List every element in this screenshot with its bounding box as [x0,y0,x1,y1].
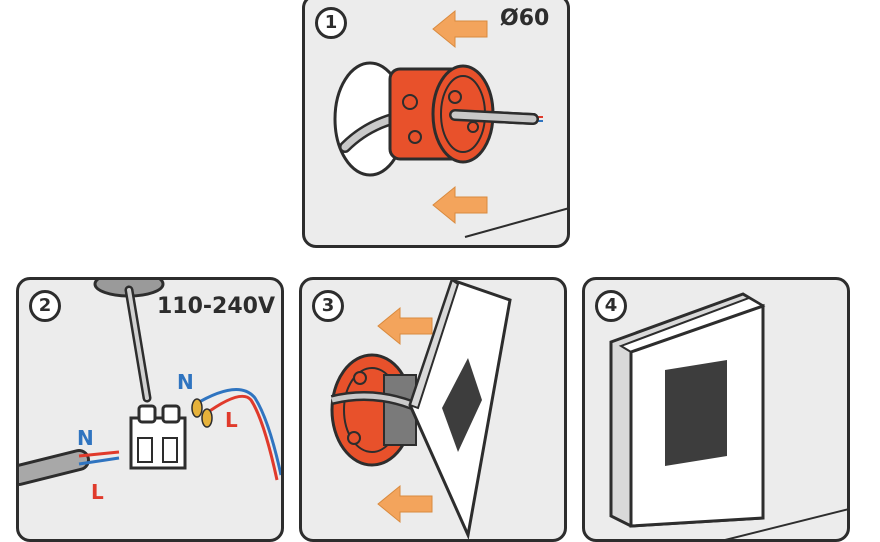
step-number: 3 [312,290,344,322]
step-4-illustration [609,292,847,539]
neutral-label-left: N [77,426,94,450]
live-label-right: L [225,408,238,432]
step-3-panel: 3 [299,277,567,542]
wall-edge [724,508,847,539]
arrow-left-icon [377,306,433,346]
screwdriver-icon [93,280,165,403]
step-number: 1 [315,7,347,39]
arrow-left-icon [377,484,433,524]
neutral-label-right: N [177,370,194,394]
step-3-illustration [330,280,512,539]
step-2-illustration [19,280,281,486]
step-4-panel: 4 [582,277,850,542]
step-1-illustration [333,9,567,238]
step-number: 2 [29,290,61,322]
wall-light-icon [408,280,512,539]
step-number: 4 [595,290,627,322]
live-label-left: L [91,480,104,504]
wall-edge [464,207,567,238]
terminal-block-icon [129,404,187,470]
arrow-left-icon [432,9,488,49]
voltage-label: 110-240V [157,294,276,319]
step-2-panel: 2 110-240V N L N L [16,277,284,542]
arrow-left-icon [432,185,488,225]
step-1-panel: 1 Ø60 [302,0,570,248]
wall-light-icon [609,292,766,528]
hole-diameter-label: Ø60 [500,6,550,31]
